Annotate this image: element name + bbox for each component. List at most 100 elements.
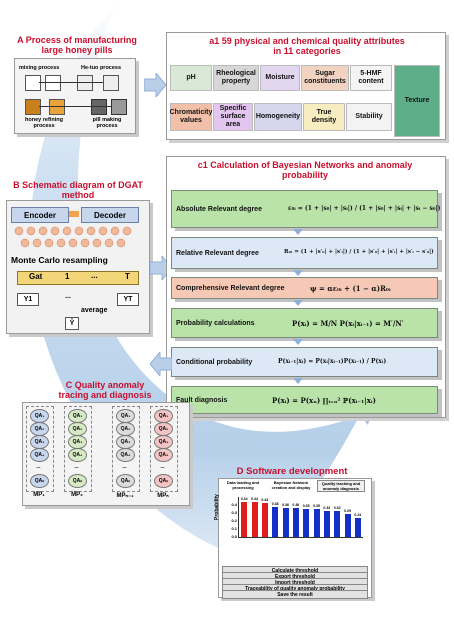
attr-surface: Specific surface area	[213, 103, 253, 131]
save-result-button[interactable]: Save the result	[222, 590, 368, 599]
decoder-box: Decoder	[81, 207, 139, 223]
honey-refining-icon-2	[49, 99, 65, 115]
row-absolute: Absolute Relevant degree ε₀ᵢ = (1 + |s₀|…	[171, 190, 441, 228]
mp-column-label: MPₙ₋₁	[116, 493, 134, 499]
arrow-a-to-a1	[144, 73, 166, 97]
row-fault-eq: P(xᵢ) = P(xₙ) ∏ᵢ₌ₙ² ℙ(xᵢ₋₁|xᵢ)	[272, 396, 376, 405]
gat-t-label: T	[125, 272, 130, 281]
connector-line	[39, 106, 111, 107]
attr-texture: Texture	[394, 65, 440, 137]
gat-label: Gat	[29, 272, 43, 281]
panel-d-title: D Software development	[236, 466, 348, 477]
panel-a-title: A Process of manufacturing large honey p…	[17, 35, 137, 55]
qa-node: QA₃	[68, 435, 87, 449]
mp-column-label: MP₂	[71, 492, 83, 498]
process-label-mixing: mixing process	[19, 65, 60, 71]
mp-column-frame	[64, 406, 92, 492]
chart-ylabel: Probability	[214, 494, 220, 520]
attr-chromaticity: Chromaticity values	[170, 103, 212, 131]
chart-bar	[261, 502, 268, 537]
encoder-box: Encoder	[11, 207, 69, 223]
gat-dots: ...	[91, 271, 98, 280]
qa-node: ...	[74, 464, 79, 470]
qa-node: ...	[36, 464, 41, 470]
panel-b-title: B Schematic diagram of DGAT method	[13, 180, 143, 200]
panel-a1-box: a1 59 physical and chemical quality attr…	[166, 32, 446, 140]
arrow-down	[293, 229, 303, 235]
row-probability-eq: P(xᵢ) = M/N P(xᵢ|xᵢ₋₁) = M′/N′	[292, 319, 404, 328]
process-label-honey: honey refining process	[25, 117, 63, 129]
average-label: average	[81, 307, 108, 314]
chart-bar-value: 0.24	[354, 512, 362, 517]
qa-node: QA₁	[68, 409, 87, 423]
attr-density: True density	[303, 103, 345, 131]
chart-bar	[334, 511, 341, 537]
tab-bayesian[interactable]: Bayesian Network creation and display	[271, 480, 311, 490]
chart-ytick-label: 0.0	[231, 534, 237, 539]
chart-bar	[323, 510, 330, 537]
qa-node: QA₃	[154, 435, 173, 449]
honey-refining-icon	[25, 99, 41, 115]
qa-node: QA₂	[30, 422, 49, 436]
graph-nodes-icon	[14, 226, 132, 248]
row-probability: Probability calculations P(xᵢ) = M/N P(x…	[171, 308, 438, 338]
qa-node: QAₙ	[154, 474, 173, 488]
connector-line	[39, 82, 103, 83]
row-comprehensive-eq: ψ = αε₀ᵢ + (1 − α)R₀ᵢ	[310, 284, 391, 293]
hetuo-icon-2	[103, 75, 119, 91]
process-label-hetuo: He-tuo process	[81, 65, 122, 71]
y1-box: Y1	[17, 293, 39, 306]
row-fault: Fault diagnosis P(xᵢ) = P(xₙ) ∏ᵢ₌ₙ² ℙ(xᵢ…	[171, 386, 438, 414]
mp-column-label: MP₁	[33, 492, 45, 498]
tab-quality-tracking[interactable]: Quality tracking and anomaly diagnosis	[317, 480, 365, 492]
pill-making-icon-2	[111, 99, 127, 115]
chart-bar	[313, 509, 320, 537]
qa-node: QAₙ	[30, 474, 49, 488]
row-comprehensive-label: Comprehensive Relevant degree	[176, 284, 285, 292]
qa-node: QA₁	[30, 409, 49, 423]
yt-box: YT	[117, 293, 139, 306]
qa-node: QA₃	[116, 435, 135, 449]
row-relative-label: Relative Relevant degree	[176, 249, 259, 257]
row-conditional: Conditional probability P(xᵢ₋₁|xᵢ) = P(x…	[171, 347, 438, 377]
chart-bar	[282, 508, 289, 537]
row-fault-label: Fault diagnosis	[176, 396, 228, 404]
row-comprehensive: Comprehensive Relevant degree ψ = αε₀ᵢ +…	[171, 277, 438, 299]
arrow-down	[293, 339, 303, 345]
row-probability-label: Probability calculations	[176, 319, 255, 327]
hetuo-icon	[77, 75, 93, 91]
arrow-down	[293, 270, 303, 276]
chart-bar-value: 0.33	[323, 505, 331, 510]
chart-bar-value: 0.29	[344, 508, 351, 513]
mixing-icon	[25, 75, 41, 91]
chart-ytick-label: 0.1	[231, 526, 237, 531]
attr-ph: pH	[170, 65, 212, 91]
chart-bar	[251, 501, 258, 537]
chart-bar	[303, 509, 310, 537]
mp-column-frame	[26, 406, 54, 492]
qa-node: QA₂	[116, 422, 135, 436]
attr-homogeneity: Homogeneity	[254, 103, 302, 131]
panel-b-box: Encoder Decoder Monte Carlo resampling G…	[6, 200, 150, 334]
arrow-c1-to-c	[150, 352, 172, 376]
chart-bar	[292, 508, 299, 537]
qa-node: QA₃	[30, 435, 49, 449]
qa-node: QAₙ	[68, 474, 87, 488]
qa-node: QA₁	[116, 409, 135, 423]
tab-data-loading[interactable]: Data loading and processing	[226, 480, 260, 490]
gat-block	[17, 271, 139, 285]
attr-hmf: 5-HMF content	[350, 65, 392, 91]
pill-making-icon	[91, 99, 107, 115]
row-absolute-eq: ε₀ᵢ = (1 + |s₀| + |sᵢ|) / (1 + |s₀| + |s…	[288, 205, 441, 212]
monte-carlo-label: Monte Carlo resampling	[11, 255, 108, 265]
chart-bar-value: 0.36	[292, 503, 300, 508]
arrow-down	[293, 378, 303, 384]
row-absolute-label: Absolute Relevant degree	[176, 205, 262, 213]
row-conditional-label: Conditional probability	[176, 358, 253, 366]
chart-ytick-label: 0.4	[231, 502, 237, 507]
chart-ytick-label: 0.2	[231, 518, 237, 523]
attr-stability: Stability	[346, 103, 392, 131]
row-conditional-eq: P(xᵢ₋₁|xᵢ) = P(xᵢ|xᵢ₋₁)P(xᵢ₋₁) / P(xᵢ)	[278, 358, 387, 365]
gat-num: 1	[65, 272, 70, 281]
